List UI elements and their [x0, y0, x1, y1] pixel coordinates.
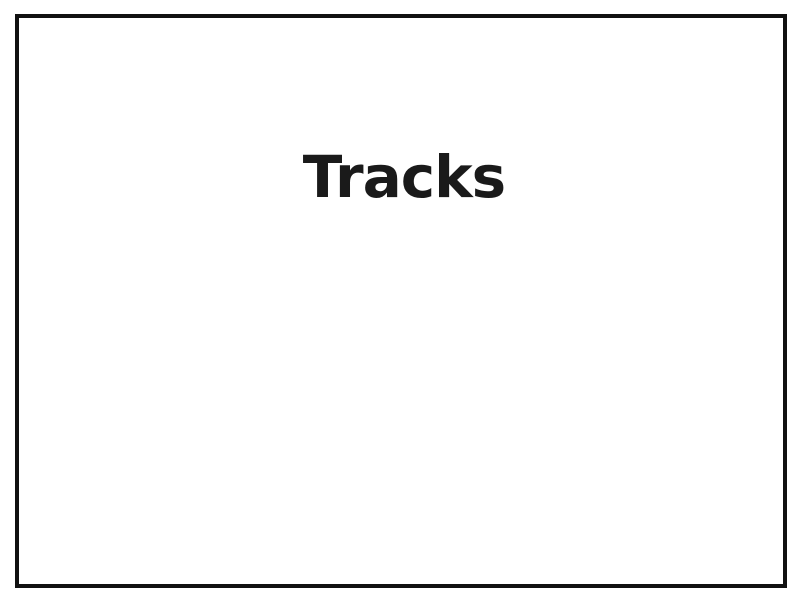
screen-frame: Tracks — [15, 14, 787, 588]
page-title: Tracks — [302, 143, 506, 211]
